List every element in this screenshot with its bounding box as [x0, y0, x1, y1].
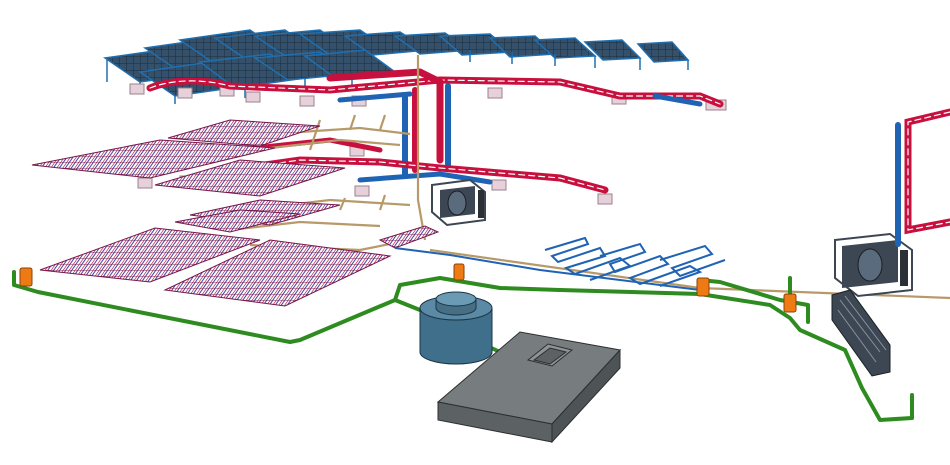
heat-pump-lower[interactable]	[834, 232, 913, 298]
pump-icon	[19, 263, 797, 313]
supply-return-piping-middle[interactable]	[226, 137, 609, 194]
radiant-floor-icon	[31, 119, 440, 307]
foundation-slab[interactable]	[436, 331, 621, 444]
circulation-pumps[interactable]	[19, 263, 797, 313]
heat-pump-icon	[431, 178, 486, 227]
tank-icon	[419, 291, 493, 365]
foundation-slab-icon	[436, 331, 621, 444]
supply-return-piping-upper[interactable]	[146, 68, 724, 178]
heat-pump-upper[interactable]	[431, 178, 486, 227]
ground-loop-field	[394, 236, 726, 291]
radiant-floor-grids[interactable]	[31, 119, 440, 307]
equipment-rack[interactable]	[831, 289, 891, 377]
solar-array[interactable]	[102, 29, 690, 104]
heat-pump-icon	[834, 232, 913, 298]
supply-return-piping-right[interactable]	[895, 108, 950, 247]
storage-tank[interactable]	[419, 291, 493, 365]
solar-panel-icon	[102, 29, 690, 104]
